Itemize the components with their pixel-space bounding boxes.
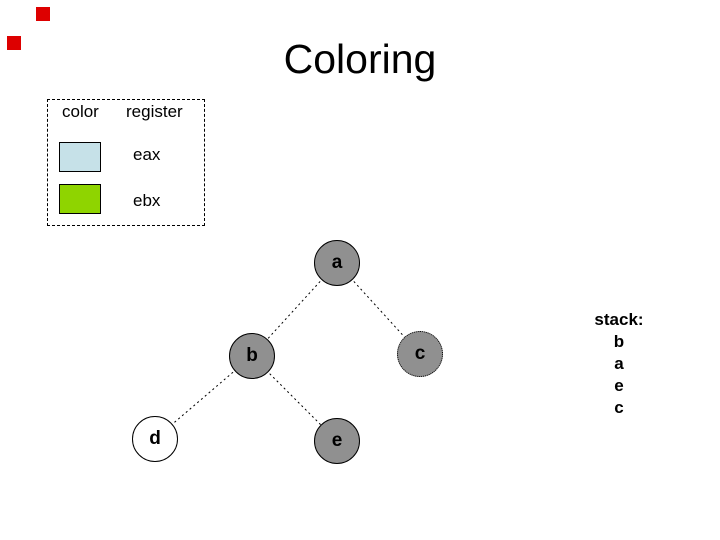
stack-item: e (614, 376, 624, 395)
legend-header-color: color (62, 102, 99, 121)
legend-header-register: register (126, 102, 183, 121)
legend-register-label: ebx (133, 191, 161, 210)
stack-item: a (614, 354, 624, 373)
graph-node-c: c (397, 331, 443, 377)
slide-title: Coloring (283, 36, 437, 82)
graph-node-b: b (229, 333, 275, 379)
red-square-decor (36, 7, 50, 21)
legend-register-label: eax (133, 145, 161, 164)
graph-node-a: a (314, 240, 360, 286)
stack-list: stack: b a e c (585, 309, 653, 419)
legend-swatch (59, 142, 101, 172)
graph-node-d: d (132, 416, 178, 462)
legend-swatch (59, 184, 101, 214)
stack-item: b (613, 332, 625, 351)
red-square-decor (7, 36, 21, 50)
stack-item: c (614, 398, 624, 417)
graph-node-e: e (314, 418, 360, 464)
color-register-legend: color register eax ebx (47, 99, 205, 226)
stack-label: stack: (594, 310, 644, 329)
